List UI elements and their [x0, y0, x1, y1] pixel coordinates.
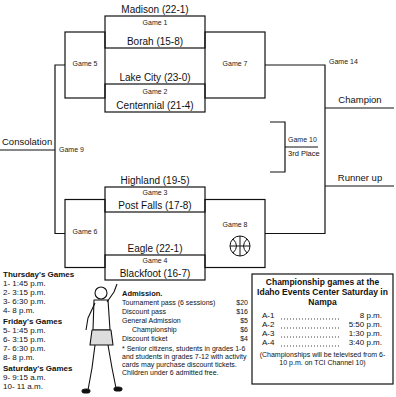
player-leg — [108, 345, 116, 388]
result-label: Champion — [328, 95, 392, 105]
game-bracket — [65, 200, 105, 268]
player-shorts — [90, 330, 113, 345]
game-number: Game 4 — [105, 257, 205, 265]
player-head — [95, 287, 107, 299]
dot-leader — [281, 319, 340, 320]
price-value: $4 — [226, 335, 248, 343]
game-bracket — [105, 187, 205, 212]
ball-seams — [230, 236, 250, 256]
schedule-heading: Friday's Games — [3, 318, 62, 327]
price-value: $6 — [226, 326, 248, 334]
price-item: General Admission — [122, 317, 226, 325]
session-code: A-4 — [262, 339, 274, 348]
championship-frame — [252, 274, 393, 384]
result-label: Consolation — [2, 137, 52, 147]
game-number: Game 3 — [105, 189, 205, 197]
player-illustration — [82, 284, 122, 393]
schedule-item: 6- 3:15 p.m. — [3, 336, 46, 345]
schedule-item: 3- 6:30 p.m. — [3, 298, 46, 307]
price-item: Discount pass — [122, 308, 226, 316]
price-value: $16 — [226, 308, 248, 316]
session-code: A-1 — [262, 312, 274, 321]
session-time: 3:40 p.m. — [300, 339, 382, 348]
price-item: Tournament pass (6 sessions) — [122, 299, 226, 307]
basketball — [230, 236, 250, 256]
game-bracket — [205, 200, 265, 268]
team-name: Post Falls (17-8) — [105, 200, 205, 211]
game-number: Game 7 — [206, 60, 264, 68]
session-time: 8 p.m. — [300, 312, 382, 321]
game-number: Game 2 — [105, 88, 205, 96]
price-value: $20 — [226, 299, 248, 307]
schedule-item: 2- 3:15 p.m. — [3, 289, 46, 298]
schedule-item: 4- 8 p.m. — [3, 307, 35, 316]
schedule-item: 7- 6:30 p.m. — [3, 345, 46, 354]
team-name: Lake City (23-0) — [105, 72, 205, 83]
final-bracket — [265, 65, 394, 234]
consolation-bracket — [0, 65, 65, 234]
team-name: Blackfoot (16-7) — [105, 268, 205, 279]
team-name: Borah (15-8) — [105, 36, 205, 47]
session-time: 5:50 p.m. — [300, 321, 382, 330]
result-label: 3rd Place — [288, 150, 320, 158]
player-arm — [107, 284, 117, 302]
game-bracket — [105, 16, 205, 48]
dot-leader — [281, 328, 340, 329]
game-number: Game 1 — [105, 19, 205, 27]
schedule-heading: Saturday's Games — [3, 365, 73, 374]
player-shoe — [114, 387, 122, 391]
price-item: Championship — [132, 326, 226, 334]
ball — [230, 236, 250, 256]
bracket-lines — [0, 16, 394, 384]
team-name: Eagle (22-1) — [105, 243, 205, 254]
admission-note: * Senior citizens, students in grades 1-… — [122, 345, 248, 377]
session-code: A-3 — [262, 330, 274, 339]
player-jersey — [93, 300, 110, 330]
game-number: Game 6 — [66, 228, 104, 236]
third-place-bracket — [270, 122, 318, 172]
team-name: Highland (19-5) — [105, 175, 205, 186]
session-time: 1:30 p.m. — [300, 330, 382, 339]
price-value: $5 — [226, 317, 248, 325]
tv-note: (Championships will be televised from 6-… — [258, 351, 387, 367]
result-label: Runner up — [328, 173, 392, 183]
session-code: A-2 — [262, 321, 274, 330]
team-name: Centennial (21-4) — [105, 100, 205, 111]
player-shoe — [82, 389, 90, 393]
player-leg — [88, 345, 95, 390]
dot-leader — [281, 346, 340, 347]
schedule-item: 1- 1:45 p.m. — [3, 280, 46, 289]
schedule-item: 10- 11 a.m. — [3, 383, 43, 392]
box-heading: Championship games at the Idaho Events C… — [255, 278, 390, 307]
game-number: Game 8 — [206, 221, 264, 229]
game-number: Game 10 — [288, 136, 317, 144]
game-number: Game 9 — [59, 146, 84, 154]
player-arm — [86, 303, 95, 330]
schedule-item: 9- 9:15 a.m. — [3, 374, 46, 383]
team-name: Madison (22-1) — [105, 4, 205, 15]
schedule-item: 8- 8 p.m. — [3, 354, 35, 363]
dot-leaders — [281, 319, 340, 346]
game-bracket — [65, 32, 105, 98]
game-bracket — [105, 84, 205, 112]
schedule-item: 5- 1:45 p.m. — [3, 327, 46, 336]
schedule-heading: Thursday's Games — [3, 271, 74, 280]
admission-heading: Admission. — [122, 290, 162, 298]
game-number: Game 14 — [329, 58, 358, 66]
game-bracket — [105, 255, 205, 280]
game-number: Game 5 — [66, 60, 104, 68]
game-bracket — [205, 32, 265, 98]
price-item: Discount ticket — [122, 335, 226, 343]
dot-leader — [281, 337, 340, 338]
